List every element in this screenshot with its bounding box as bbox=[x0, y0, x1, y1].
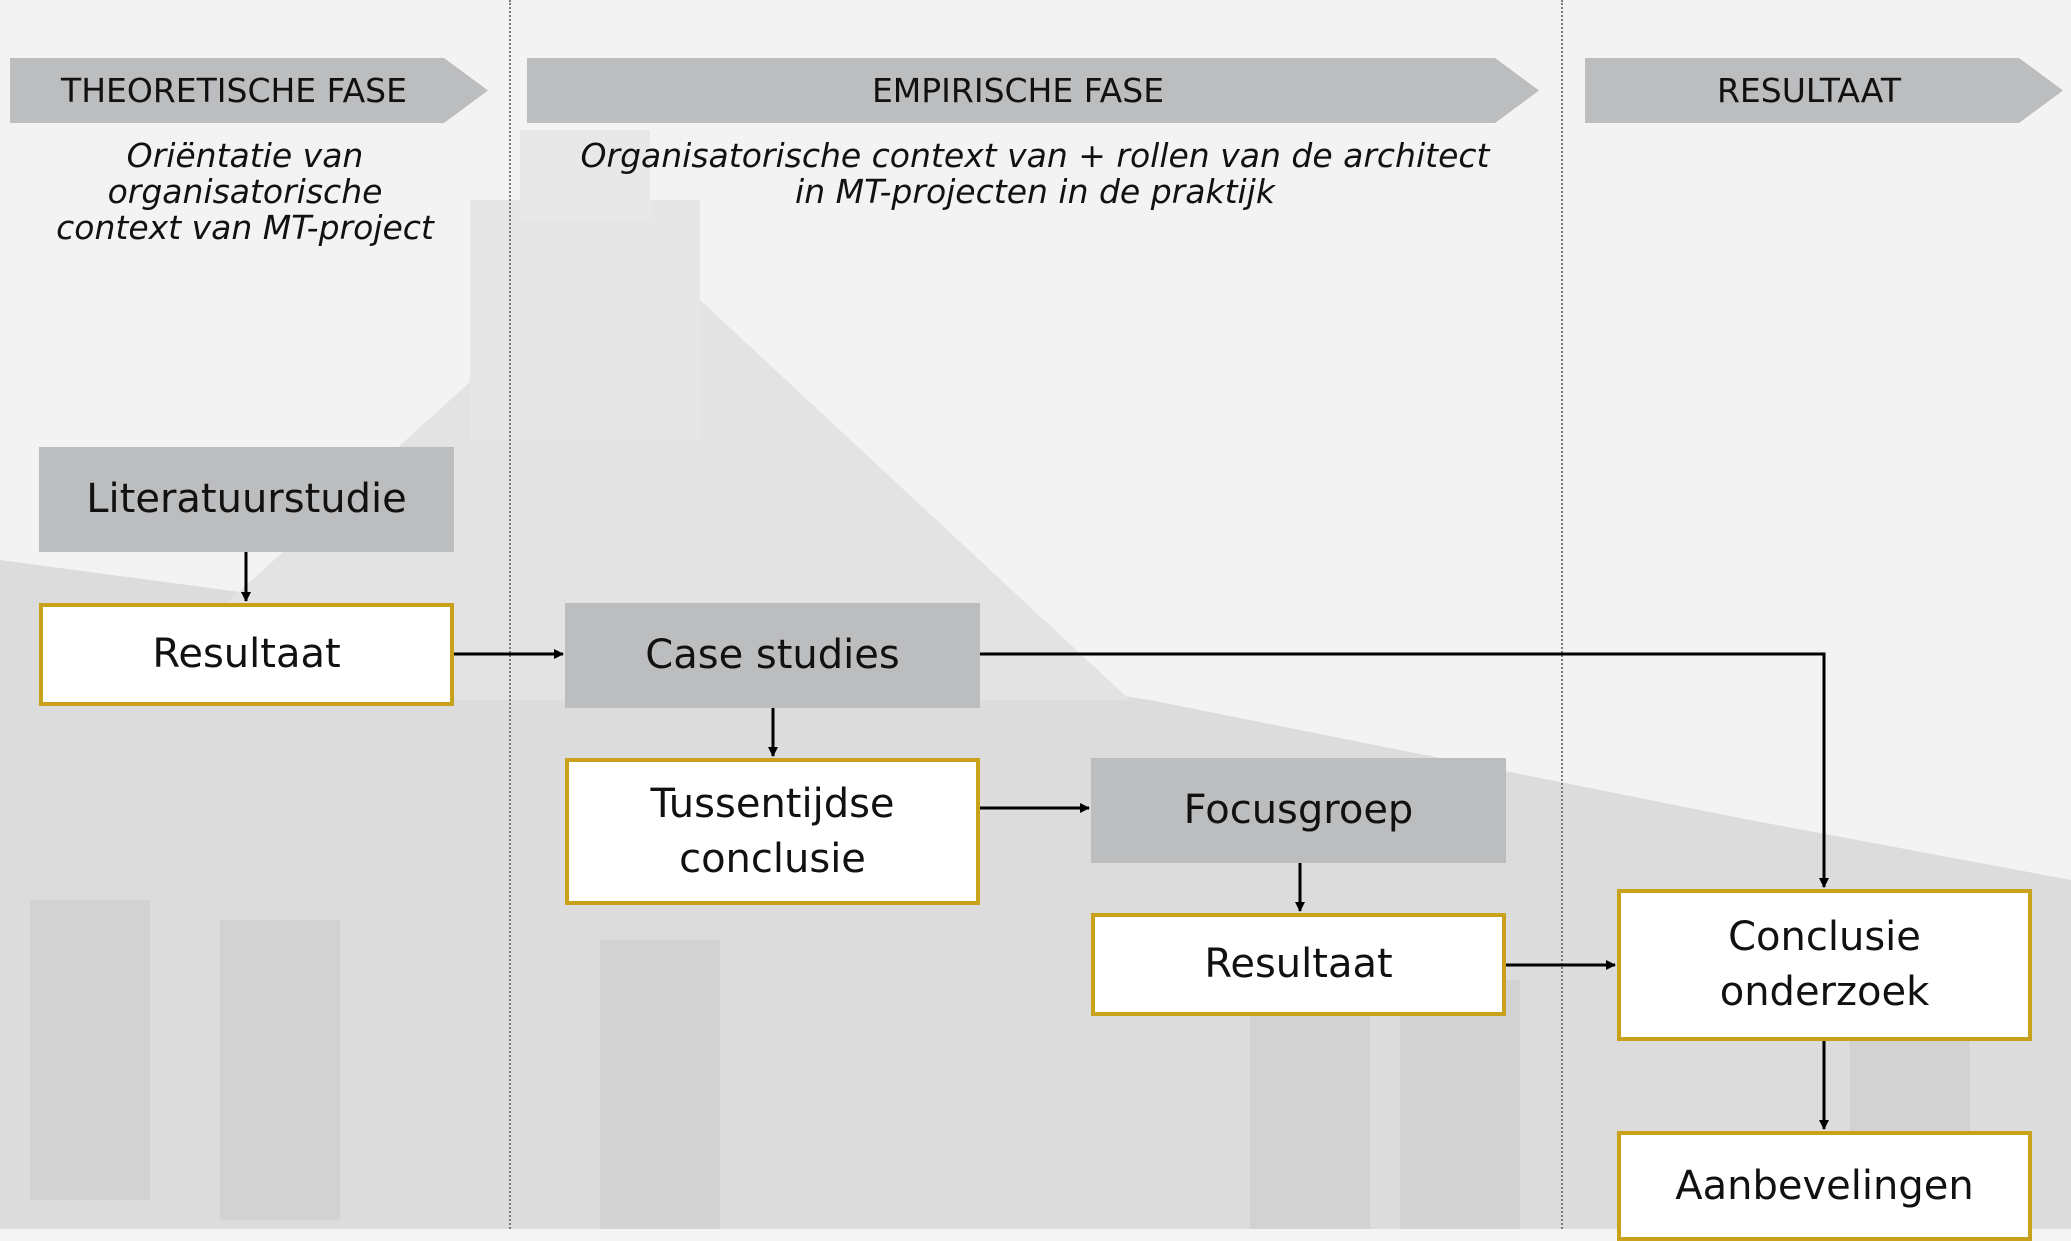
box-resultaat-focusgroep: Resultaat bbox=[1091, 913, 1506, 1016]
phase-label-theoretical: THEORETISCHE FASE bbox=[61, 71, 407, 110]
box-aanbevelingen: Aanbevelingen bbox=[1617, 1131, 2032, 1241]
phase-label-empirical: EMPIRISCHE FASE bbox=[871, 71, 1165, 110]
box-conclusie-onderzoek: Conclusie onderzoek bbox=[1617, 889, 2032, 1041]
phase-header-empirical: EMPIRISCHE FASE bbox=[527, 58, 1539, 123]
box-tussentijdse-conclusie: Tussentijdse conclusie bbox=[565, 758, 980, 905]
description-theoretical: Oriëntatie van organisatorische context … bbox=[56, 136, 434, 247]
phase-header-result: RESULTAAT bbox=[1585, 58, 2063, 123]
divider-empirical-result bbox=[1561, 0, 1563, 1229]
box-resultaat-literature: Resultaat bbox=[39, 603, 454, 706]
box-literatuurstudie: Literatuurstudie bbox=[39, 447, 454, 552]
box-case-studies: Case studies bbox=[565, 603, 980, 708]
phase-header-theoretical: THEORETISCHE FASE bbox=[10, 58, 488, 123]
box-focusgroep: Focusgroep bbox=[1091, 758, 1506, 863]
description-empirical: Organisatorische context van + rollen va… bbox=[580, 136, 1490, 211]
divider-theoretical-empirical bbox=[509, 0, 511, 1229]
phase-label-result: RESULTAAT bbox=[1717, 71, 1901, 110]
